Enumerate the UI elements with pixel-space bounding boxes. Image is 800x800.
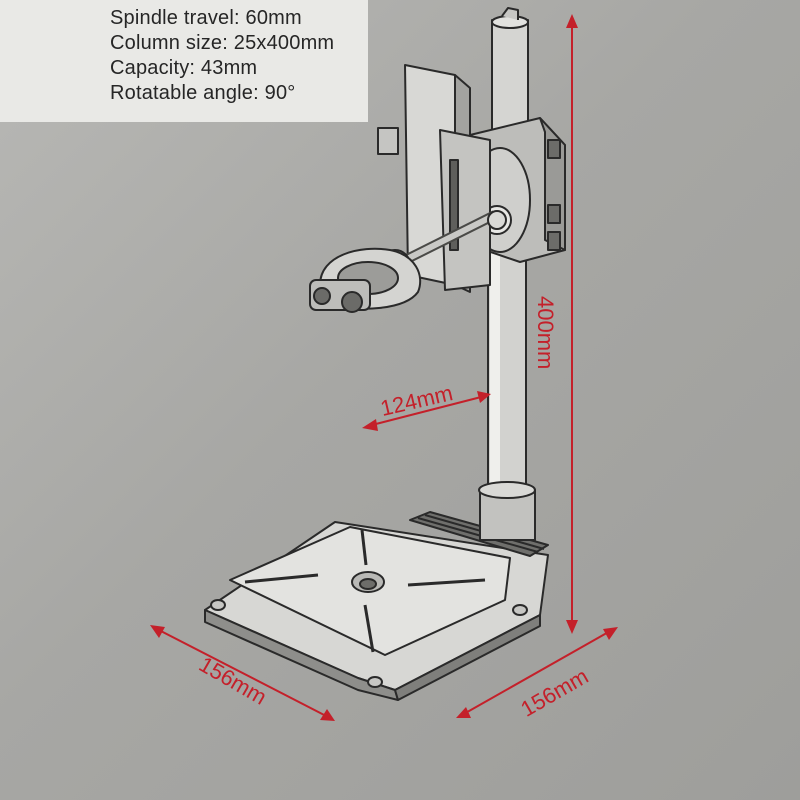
dimension-lines [150,14,618,721]
tool-collar [309,247,422,313]
spec-column-size: Column size: 25x400mm [110,32,335,54]
spec-rotatable-angle: Rotatable angle: 90° [110,82,296,104]
base-plate [204,511,549,701]
column [478,7,536,541]
spec-capacity: Capacity: 43mm [110,57,258,79]
slide-arm [377,64,491,293]
spec-spindle-travel: Spindle travel: 60mm [110,7,302,29]
specification-box: Spindle travel: 60mm Column size: 25x400… [0,0,368,122]
height-dimension-label: 400mm [533,296,558,370]
